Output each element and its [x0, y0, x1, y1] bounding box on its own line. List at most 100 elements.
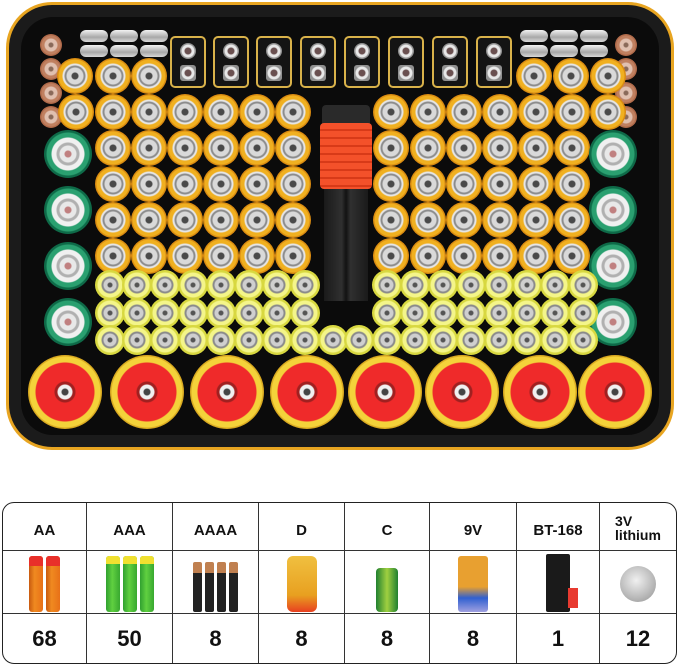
- aaa-battery-slot: [206, 325, 236, 355]
- aaa-battery-slot: [150, 325, 180, 355]
- aaaa-battery-slot: [40, 82, 62, 104]
- aa-battery-slot: [131, 166, 167, 202]
- aa-battery-slot: [275, 238, 311, 274]
- count-d: 8: [259, 614, 345, 663]
- c-battery-icon: [376, 552, 398, 612]
- 9v-battery-slot: [344, 36, 380, 88]
- image-cell-d: [259, 551, 345, 614]
- header-aaaa: AAAA: [173, 503, 259, 551]
- count-c: 8: [345, 614, 430, 663]
- aaa-battery-slot: [95, 325, 125, 355]
- aa-battery-slot: [518, 202, 554, 238]
- aaa-battery-slot: [540, 298, 570, 328]
- aa-battery-slot: [410, 130, 446, 166]
- aaa-battery-slot: [512, 325, 542, 355]
- aaa-battery-slot: [178, 270, 208, 300]
- aa-battery-slot: [131, 94, 167, 130]
- case-zipper-frame: [9, 5, 671, 447]
- aaa-battery-slot: [178, 325, 208, 355]
- image-cell-bt168: [517, 551, 600, 614]
- aaa-battery-slot: [206, 298, 236, 328]
- aa-battery-slot: [446, 130, 482, 166]
- aa-battery-slot: [58, 94, 94, 130]
- d-battery-slot: [190, 355, 264, 429]
- d-battery-slot: [110, 355, 184, 429]
- header-aa: AA: [3, 503, 87, 551]
- aaa-battery-slot: [234, 270, 264, 300]
- count-bt168: 1: [517, 614, 600, 663]
- d-battery-icon: [286, 552, 317, 612]
- aaa-batteries-icon: [105, 552, 154, 612]
- image-cell-aaaa: [173, 551, 259, 614]
- coin-cell-slot: [80, 45, 108, 57]
- 9v-battery-slot: [213, 36, 249, 88]
- d-battery-slot: [578, 355, 652, 429]
- aaa-battery-slot: [95, 270, 125, 300]
- aa-battery-slot: [95, 58, 131, 94]
- aaa-battery-slot: [456, 270, 486, 300]
- coin-cell-slot: [110, 30, 138, 42]
- 9v-battery-slot: [388, 36, 424, 88]
- aaa-battery-slot: [428, 325, 458, 355]
- c-battery-slot: [44, 298, 92, 346]
- aaa-battery-slot: [262, 298, 292, 328]
- count-aa: 68: [3, 614, 87, 663]
- aa-battery-slot: [590, 94, 626, 130]
- aa-battery-slot: [590, 58, 626, 94]
- image-cell-9v: [430, 551, 517, 614]
- aa-battery-slot: [239, 202, 275, 238]
- aa-batteries-icon: [29, 552, 60, 612]
- aa-battery-slot: [203, 202, 239, 238]
- tester-body: [324, 189, 368, 301]
- aaaa-batteries-icon: [193, 552, 238, 612]
- aaa-battery-slot: [568, 325, 598, 355]
- aaa-battery-slot: [512, 298, 542, 328]
- aaa-battery-slot: [318, 325, 348, 355]
- aa-battery-slot: [482, 130, 518, 166]
- aa-battery-slot: [203, 166, 239, 202]
- aaa-battery-slot: [290, 270, 320, 300]
- aa-battery-slot: [446, 94, 482, 130]
- aa-battery-slot: [518, 238, 554, 274]
- aaa-battery-slot: [178, 298, 208, 328]
- aaaa-battery-slot: [615, 34, 637, 56]
- aa-battery-slot: [446, 166, 482, 202]
- image-cell-c: [345, 551, 430, 614]
- aaa-battery-slot: [372, 325, 402, 355]
- aa-battery-slot: [95, 130, 131, 166]
- d-battery-slot: [270, 355, 344, 429]
- aa-battery-slot: [410, 238, 446, 274]
- d-battery-slot: [503, 355, 577, 429]
- aa-battery-slot: [203, 94, 239, 130]
- aaa-battery-slot: [456, 325, 486, 355]
- coin-cell-slot: [80, 30, 108, 42]
- aa-battery-slot: [554, 202, 590, 238]
- aa-battery-slot: [482, 238, 518, 274]
- battery-tester-device: [320, 105, 372, 301]
- tester-slider: [320, 123, 372, 189]
- aa-battery-slot: [554, 238, 590, 274]
- header-3v-lithium: 3V lithium: [600, 503, 676, 551]
- aaa-battery-slot: [484, 270, 514, 300]
- c-battery-slot: [44, 242, 92, 290]
- aa-battery-slot: [275, 166, 311, 202]
- header-d: D: [259, 503, 345, 551]
- aaa-battery-slot: [122, 270, 152, 300]
- aa-battery-slot: [410, 202, 446, 238]
- aaa-battery-slot: [290, 325, 320, 355]
- aaa-battery-slot: [234, 325, 264, 355]
- header-9v: 9V: [430, 503, 517, 551]
- aaa-battery-slot: [400, 298, 430, 328]
- aa-battery-slot: [131, 58, 167, 94]
- aa-battery-slot: [95, 202, 131, 238]
- aaa-battery-slot: [262, 325, 292, 355]
- aa-battery-slot: [554, 130, 590, 166]
- aa-battery-slot: [516, 58, 552, 94]
- coin-cell-slot: [580, 30, 608, 42]
- coin-cell-slot: [110, 45, 138, 57]
- coin-cell-slot: [140, 45, 168, 57]
- battery-organizer-case: [6, 2, 674, 450]
- aaa-battery-slot: [344, 325, 374, 355]
- aa-battery-slot: [167, 94, 203, 130]
- aa-battery-slot: [131, 130, 167, 166]
